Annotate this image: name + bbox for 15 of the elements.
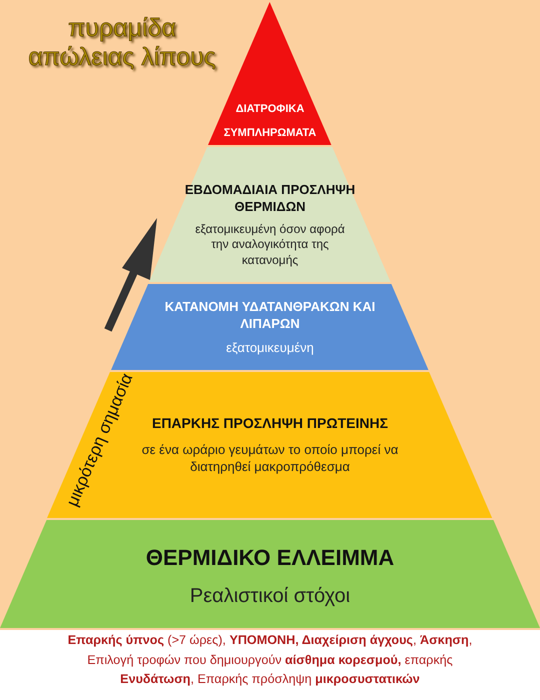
tier-heading: ΕΒΔΟΜΑΔΙΑΙΑ ΠΡΟΣΛΗΨΗ ΘΕΡΜΙΔΩΝ bbox=[184, 180, 356, 216]
tier-heading: ΔΙΑΤΡΟΦΙΚΑ ΣΥΜΠΛΗΡΩΜΑΤΑ bbox=[222, 102, 318, 140]
footnote: Επαρκής ύπνος (>7 ώρες), ΥΠΟΜΟΝΗ, Διαχείριση άγχους, Άσκηση, Επιλογή τροφών που δημιουργούν αίσθημα κορεσμού, επαρκής Ενυδάτωση, Επαρκής πρόσληψη μικροσυστατικών bbox=[66, 632, 474, 688]
title: πυραμίδα απώλειας λίπους bbox=[27, 14, 217, 72]
tier-description: Ρεαλιστικοί στόχοι bbox=[188, 584, 352, 608]
tier-heading: ΕΠΑΡΚΗΣ ΠΡΟΣΛΗΨΗ ΠΡΩΤΕΙΝΗΣ bbox=[150, 414, 389, 433]
pyramid-tier bbox=[149, 147, 391, 282]
pyramid-tier bbox=[0, 520, 540, 628]
pyramid-tier bbox=[111, 284, 429, 370]
tier-heading: ΘΕΡΜΙΔΙΚΟ ΕΛΛΕΙΜΜΑ bbox=[144, 544, 396, 572]
pyramid-tier bbox=[47, 372, 493, 518]
tier-description: εξατομικευμένη bbox=[225, 340, 315, 356]
tier-description: εξατομικευμένη όσον αφορά την αναλογικότητα της κατανομής bbox=[194, 222, 346, 268]
tier-heading: ΚΑΤΑΝΟΜΗ ΥΔΑΤΑΝΘΡΑΚΩΝ ΚΑΙ ΛΙΠΑΡΩΝ bbox=[164, 298, 376, 333]
tier-description: σε ένα ωράριο γευμάτων το οποίο μπορεί να διατηρηθεί μακροπρόθεσμα bbox=[140, 440, 400, 476]
